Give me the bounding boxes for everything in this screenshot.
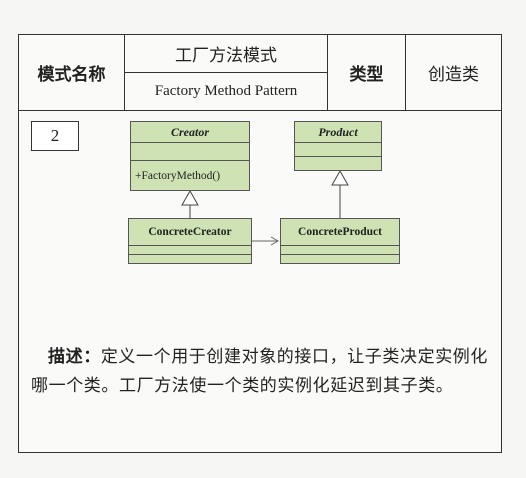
description: 描述：定义一个用于创建对象的接口，让子类决定实例化哪一个类。工厂方法使一个类的实… — [31, 343, 491, 401]
product-name: Product — [295, 122, 381, 143]
description-label: 描述： — [48, 347, 101, 367]
uml-product: Product — [294, 121, 382, 171]
uml-concrete-product: ConcreteProduct — [280, 218, 400, 264]
inherit-arrow-product — [331, 169, 349, 186]
inherit-arrow-creator — [181, 189, 199, 206]
concrete-product-operations — [281, 255, 399, 264]
concrete-product-attributes — [281, 246, 399, 255]
header-row: 模式名称 工厂方法模式 Factory Method Pattern 类型 创造… — [19, 35, 501, 111]
uml-concrete-creator: ConcreteCreator — [128, 218, 252, 264]
pattern-name-cell: 工厂方法模式 Factory Method Pattern — [125, 35, 328, 110]
dependency-arrow — [270, 236, 280, 246]
pattern-name-cn: 工厂方法模式 — [125, 35, 327, 73]
type-label: 类型 — [328, 35, 406, 110]
type-value: 创造类 — [428, 65, 479, 85]
pattern-name-en: Factory Method Pattern — [154, 82, 298, 99]
pattern-card: 模式名称 工厂方法模式 Factory Method Pattern 类型 创造… — [18, 34, 502, 453]
uml-creator: Creator +FactoryMethod() — [130, 121, 250, 191]
pattern-number: 2 — [31, 121, 79, 151]
creator-name: Creator — [131, 122, 249, 143]
mode-name-label: 模式名称 — [19, 35, 125, 110]
description-text: 定义一个用于创建对象的接口，让子类决定实例化哪一个类。工厂方法使一个类的实例化延… — [31, 347, 489, 396]
product-operations — [295, 157, 381, 171]
product-attributes — [295, 143, 381, 157]
concrete-creator-attributes — [129, 246, 251, 255]
concrete-product-name: ConcreteProduct — [281, 219, 399, 246]
creator-attributes — [131, 143, 249, 161]
concrete-creator-name: ConcreteCreator — [129, 219, 251, 246]
concrete-creator-operations — [129, 255, 251, 264]
creator-operation: +FactoryMethod() — [135, 170, 221, 182]
